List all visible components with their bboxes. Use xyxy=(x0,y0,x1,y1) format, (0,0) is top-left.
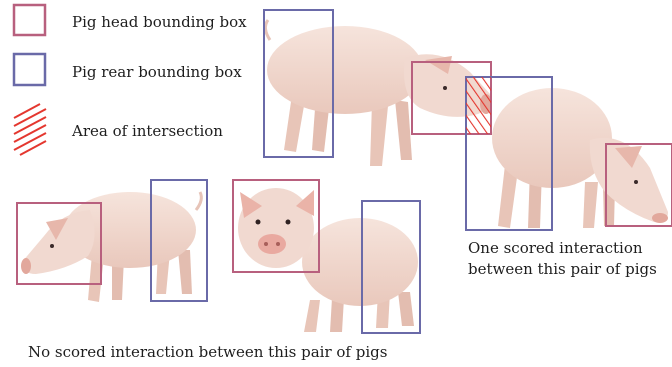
pig-top-center-image xyxy=(265,20,492,166)
pig-bottom-left-image xyxy=(21,192,201,302)
intersection-area xyxy=(466,77,491,134)
caption-scored-line-2: between this pair of pigs xyxy=(468,260,657,278)
legend-head-label: Pig head bounding box xyxy=(72,13,247,31)
pig-right-image xyxy=(492,88,668,228)
legend-rear-label: Pig rear bounding box xyxy=(72,63,242,81)
legend: Pig head bounding box Pig rear bounding … xyxy=(14,5,247,155)
legend-intersection-label: Area of intersection xyxy=(71,122,223,140)
legend-head-swatch xyxy=(14,5,45,35)
pig-bottom-center-image xyxy=(238,188,418,332)
legend-intersection-swatch xyxy=(14,104,46,155)
caption-scored-line-1: One scored interaction xyxy=(468,239,643,257)
legend-rear-swatch xyxy=(14,54,45,85)
caption-not-scored: No scored interaction between this pair … xyxy=(28,343,387,361)
